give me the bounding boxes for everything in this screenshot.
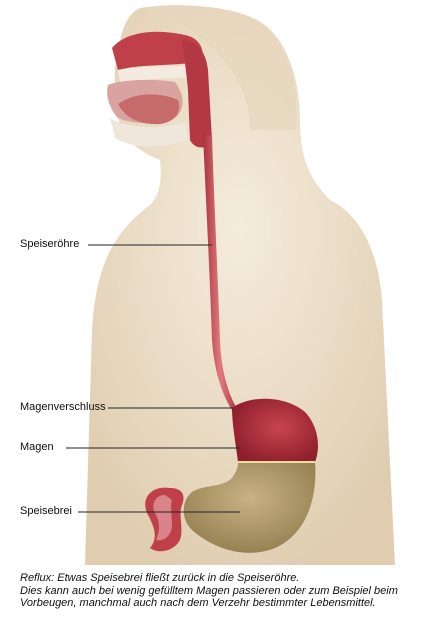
anatomy-illustration: [66, 5, 395, 565]
label-sphincter: Magenverschluss: [20, 401, 106, 413]
caption-line-2: Dies kann auch bei wenig gefülltem Magen…: [20, 584, 398, 610]
palate-bone: [118, 66, 200, 82]
esophagus-tube: [203, 135, 238, 410]
stomach-lower-chyme: [183, 462, 316, 553]
caption: Reflux: Etwas Speisebrei fließt zurück i…: [20, 572, 420, 610]
caption-line-1: Reflux: Etwas Speisebrei fließt zurück i…: [20, 572, 300, 584]
nasal-cavity: [112, 31, 203, 70]
stomach-upper: [232, 398, 318, 462]
throat: [182, 40, 212, 148]
duodenum-inner: [153, 495, 172, 541]
tongue: [118, 94, 180, 125]
label-esophagus: Speiseröhre: [20, 238, 80, 250]
label-chyme: Speisebrei: [20, 505, 72, 517]
label-stomach: Magen: [20, 441, 54, 453]
head-shadow: [160, 7, 297, 130]
jaw-bone: [110, 118, 188, 147]
